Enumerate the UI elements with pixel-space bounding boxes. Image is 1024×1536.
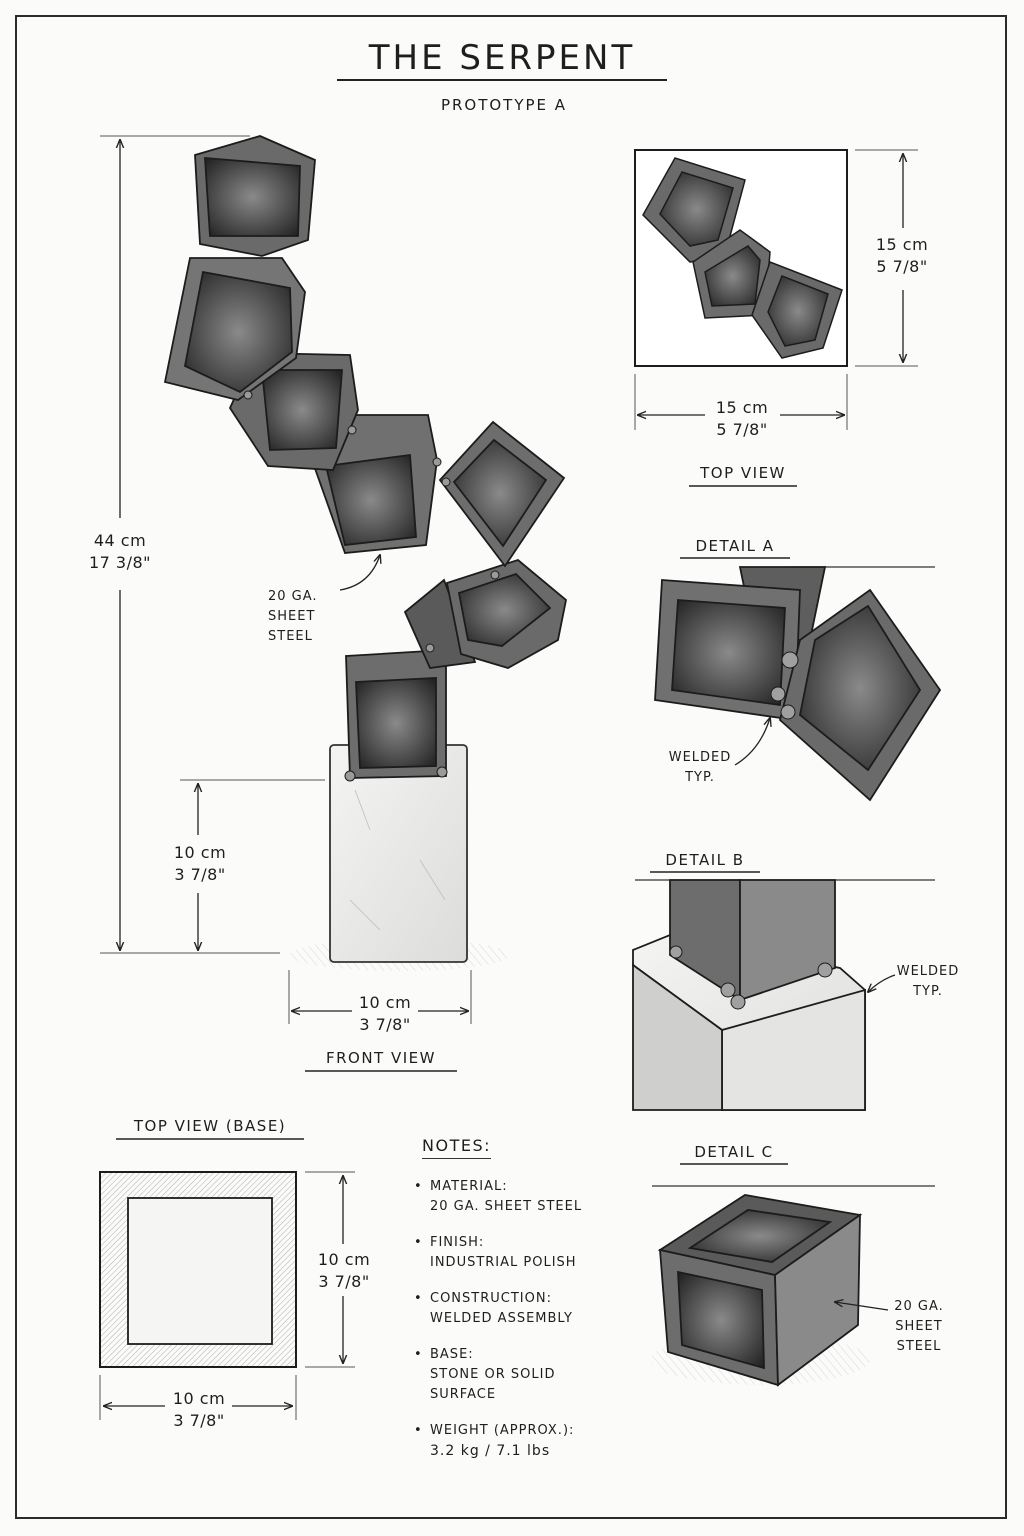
detail-b-drawing: [632, 871, 935, 1111]
base-height-dimension: 10 cm 3 7/8": [173, 843, 227, 884]
detail-c-drawing: [650, 1163, 935, 1387]
note-base: BASE: STONE OR SOLID SURFACE: [412, 1345, 662, 1405]
top-view-width-dimension: 15 cm 5 7/8": [715, 398, 769, 439]
notes-list: MATERIAL: 20 GA. SHEET STEEL FINISH: IND…: [412, 1177, 662, 1461]
note-construction: CONSTRUCTION: WELDED ASSEMBLY: [412, 1289, 662, 1329]
base-top-view-drawing: [99, 1138, 355, 1420]
detail-a-weld-note: WELDED TYP.: [668, 750, 732, 785]
note-material: MATERIAL: 20 GA. SHEET STEEL: [412, 1177, 662, 1217]
base-top-width-dimension: 10 cm 3 7/8": [172, 1389, 226, 1430]
overall-height-dimension: 44 cm 17 3/8": [88, 531, 152, 572]
detail-a-caption: DETAIL A: [695, 537, 775, 555]
sheet-border: [15, 15, 1007, 1519]
detail-b-weld-note: WELDED TYP.: [896, 964, 960, 999]
detail-c-caption: DETAIL C: [694, 1143, 774, 1161]
detail-c-material-note: 20 GA. SHEET STEEL: [894, 1299, 944, 1354]
base-width-dimension: 10 cm 3 7/8": [358, 993, 412, 1034]
drawing-title: THE SERPENT: [368, 38, 636, 78]
front-view-caption: FRONT VIEW: [325, 1049, 436, 1067]
top-view-caption: TOP VIEW: [700, 464, 786, 482]
note-finish: FINISH: INDUSTRIAL POLISH: [412, 1233, 662, 1273]
drawing-subtitle: PROTOTYPE A: [440, 96, 568, 114]
note-weight: WEIGHT (APPROX.): 3.2 kg / 7.1 lbs: [412, 1421, 662, 1461]
front-view-drawing: [100, 135, 567, 1072]
top-view-drawing: [634, 149, 918, 487]
notes-section: NOTES: MATERIAL: 20 GA. SHEET STEEL FINI…: [412, 1136, 662, 1477]
top-view-height-dimension: 15 cm 5 7/8": [875, 235, 929, 276]
base-top-height-dimension: 10 cm 3 7/8": [317, 1250, 371, 1291]
detail-a-drawing: [654, 557, 942, 802]
material-annotation: 20 GA. SHEET STEEL: [268, 589, 318, 644]
base-top-view-caption: TOP VIEW (BASE): [133, 1117, 287, 1135]
detail-b-caption: DETAIL B: [665, 851, 745, 869]
notes-heading: NOTES:: [422, 1136, 491, 1159]
